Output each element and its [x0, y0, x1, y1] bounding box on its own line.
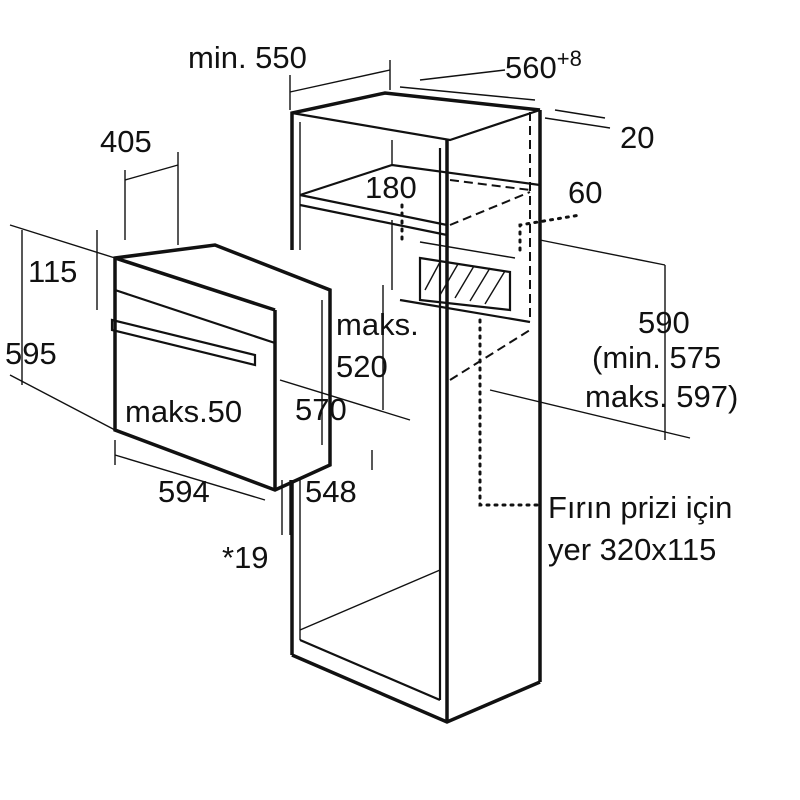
dim-405: 405: [100, 124, 152, 159]
socket-note-line2: yer 320x115: [548, 532, 716, 567]
dim-20: 20: [620, 120, 654, 155]
dim-594: 594: [158, 474, 210, 509]
dim-560-tolerance: +8: [557, 46, 582, 71]
dim-560: 560+8: [505, 46, 582, 85]
dim-520: 520: [336, 349, 388, 384]
hatch: [424, 261, 506, 305]
dim-maks-50: maks.50: [125, 394, 242, 429]
socket-note-line1: Fırın prizi için: [548, 490, 732, 525]
dim-570: 570: [295, 392, 347, 427]
dim-maks: maks.: [336, 307, 419, 342]
dim-548: 548: [305, 474, 357, 509]
dim-560-value: 560: [505, 50, 557, 85]
dim-maks-597: maks. 597): [585, 379, 738, 414]
dim-590: 590: [638, 305, 690, 340]
oven: [110, 243, 332, 492]
dim-115: 115: [28, 254, 77, 289]
dimension-lines: [9, 60, 691, 535]
socket-outline: [400, 203, 582, 507]
dim-180: 180: [365, 170, 417, 205]
dim-min-550: min. 550: [188, 40, 307, 75]
dim-60: 60: [568, 175, 602, 210]
dim-min-575: (min. 575: [592, 340, 721, 375]
oven-handle: [110, 318, 257, 367]
dim-595: 595: [5, 336, 57, 371]
cabinet: [290, 91, 542, 724]
dim-19: *19: [222, 540, 269, 575]
